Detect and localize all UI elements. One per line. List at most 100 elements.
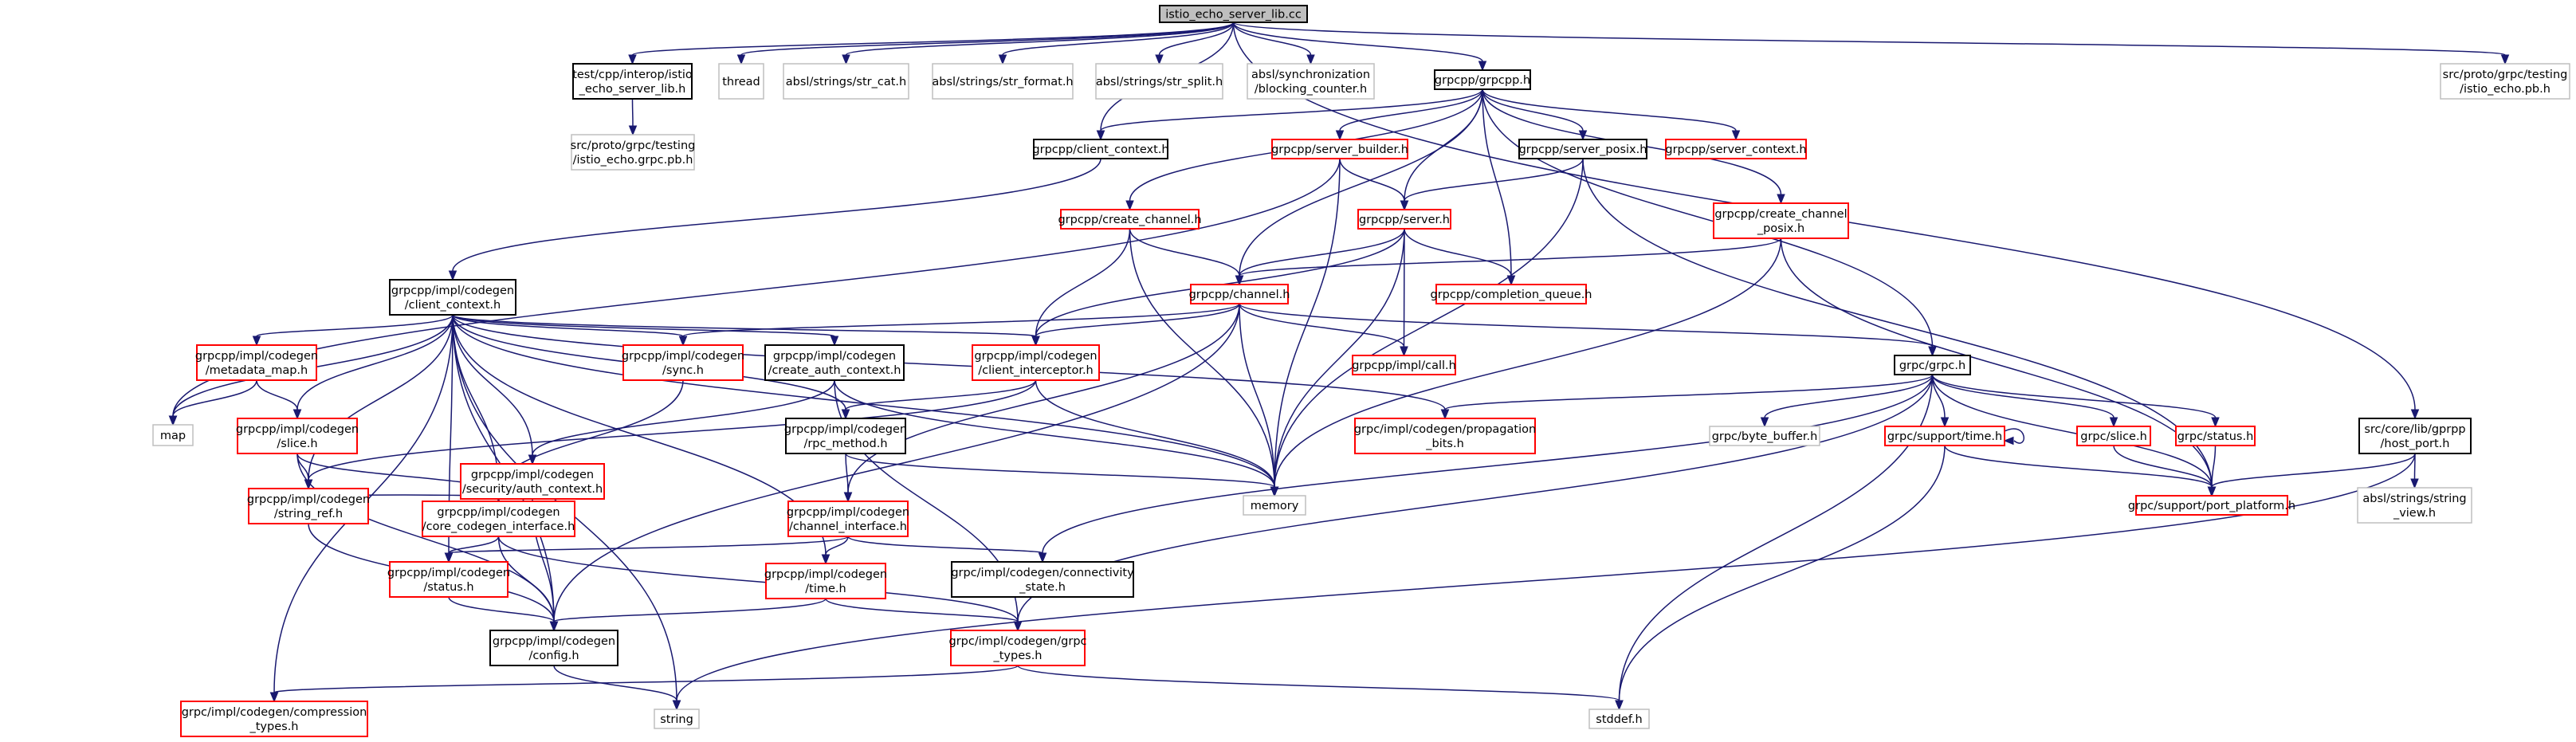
- edge-line: [1339, 88, 1483, 132]
- node-echo-server-h[interactable]: test/cpp/interop/istio_echo_server_lib.h: [572, 63, 693, 100]
- node-server-context-h[interactable]: grpcpp/server_context.h: [1665, 139, 1807, 159]
- edge-server_builder_h-to-memory: [1270, 158, 1341, 497]
- node-label: absl/strings/str_cat.h: [786, 76, 906, 88]
- node-label: grpcpp/impl/codegen: [236, 423, 359, 436]
- node-label: grpc/support/port_platform.h: [2128, 500, 2295, 512]
- node-sync-h[interactable]: grpcpp/impl/codegen/sync.h: [622, 344, 744, 381]
- node-client-interceptor-h[interactable]: grpcpp/impl/codegen/client_interceptor.h: [972, 344, 1100, 381]
- edge-impl_client_context_h-to-client_interceptor_h: [452, 314, 1040, 347]
- edge-line: [296, 314, 454, 410]
- node-label: grpcpp/impl/codegen: [247, 493, 370, 506]
- node-label: /time.h: [805, 583, 846, 595]
- node-channel-h[interactable]: grpcpp/channel.h: [1189, 284, 1290, 304]
- edge-arrowhead: [549, 621, 559, 632]
- node-str-format: absl/strings/str_format.h: [932, 63, 1074, 100]
- node-grpc-slice-h[interactable]: grpc/slice.h: [2076, 426, 2151, 446]
- node-istio-echo-grpc-pb: src/proto/grpc/testing/istio_echo.grpc.p…: [571, 134, 695, 171]
- edge-line: [740, 22, 1235, 56]
- node-str-split: absl/strings/str_split.h: [1095, 63, 1223, 100]
- node-label: grpcpp/impl/codegen: [493, 635, 615, 648]
- node-root[interactable]: istio_echo_server_lib.cc: [1159, 5, 1308, 23]
- node-core-codegen-interface-h[interactable]: grpcpp/impl/codegen/core_codegen_interfa…: [422, 501, 575, 537]
- node-label: grpcpp/server_context.h: [1665, 143, 1806, 156]
- node-client-context-h[interactable]: grpcpp/client_context.h: [1032, 139, 1169, 159]
- edge-channel_h-to-grpc_h: [1239, 303, 1937, 357]
- edge-line: [1239, 238, 1782, 277]
- node-time-codegen-h[interactable]: grpcpp/impl/codegen/time.h: [764, 563, 887, 599]
- node-box: [196, 344, 317, 381]
- node-grpc-h[interactable]: grpc/grpc.h: [1894, 355, 1971, 375]
- node-label: grpcpp/create_channel: [1714, 208, 1847, 221]
- edge-arrowhead: [252, 336, 261, 347]
- node-grpc-types-h[interactable]: grpc/impl/codegen/grpc_types.h: [948, 630, 1087, 666]
- node-host-port-h[interactable]: src/core/lib/gprpp/host_port.h: [2358, 418, 2472, 454]
- node-byte-buffer-h: grpc/byte_buffer.h: [1709, 426, 1820, 446]
- node-label: grpcpp/impl/codegen: [773, 350, 896, 363]
- node-label: grpcpp/channel.h: [1189, 289, 1290, 301]
- node-box: [1095, 63, 1223, 100]
- node-rpc-method-h[interactable]: grpcpp/impl/codegen/rpc_method.h: [784, 418, 907, 454]
- node-box: [237, 418, 358, 454]
- edge-line: [631, 98, 634, 127]
- edge-line: [452, 314, 1037, 337]
- node-server-h[interactable]: grpcpp/server.h: [1357, 209, 1451, 230]
- edge-root-to-str_cat: [842, 22, 1235, 65]
- node-slice-codegen-h[interactable]: grpcpp/impl/codegen/slice.h: [236, 418, 359, 454]
- node-label: /client_context.h: [405, 299, 501, 312]
- node-server-builder-h[interactable]: grpcpp/server_builder.h: [1271, 139, 1408, 159]
- node-config-h[interactable]: grpcpp/impl/codegen/config.h: [489, 630, 618, 666]
- node-label: grpcpp/impl/codegen: [391, 285, 514, 297]
- edge-line: [1232, 22, 1483, 62]
- edge-grpcpp_h-to-completion_queue_h: [1482, 88, 1516, 286]
- node-create-auth-context-h[interactable]: grpcpp/impl/codegen/create_auth_context.…: [764, 344, 905, 381]
- node-create-channel-posix-h[interactable]: grpcpp/create_channel_posix.h: [1713, 202, 1849, 239]
- node-label: thread: [722, 76, 760, 88]
- edge-metadata_map_h-to-map: [168, 379, 257, 426]
- node-label: absl/synchronization: [1251, 69, 1370, 81]
- node-string-ref-h[interactable]: grpcpp/impl/codegen/string_ref.h: [247, 488, 370, 524]
- node-auth-context-h[interactable]: grpcpp/impl/codegen/security/auth_contex…: [460, 463, 605, 500]
- node-box: [1709, 426, 1820, 446]
- node-channel-interface-h[interactable]: grpcpp/impl/codegen/channel_interface.h: [787, 501, 909, 537]
- node-server-posix-h[interactable]: grpcpp/server_posix.h: [1518, 139, 1647, 159]
- node-box: [1357, 209, 1451, 230]
- node-grpcpp-h[interactable]: grpcpp/grpcpp.h: [1434, 69, 1531, 90]
- node-status-codegen-h[interactable]: grpcpp/impl/codegen/status.h: [387, 561, 510, 598]
- node-box: [1884, 426, 2005, 446]
- edge-root-to-thread: [736, 22, 1235, 65]
- node-impl-call-h[interactable]: grpcpp/impl/call.h: [1352, 355, 1456, 375]
- node-label: /rpc_method.h: [803, 438, 887, 450]
- node-connectivity-state-h[interactable]: grpc/impl/codegen/connectivity_state.h: [951, 561, 1134, 598]
- node-compression-types-h[interactable]: grpc/impl/codegen/compression_types.h: [180, 701, 368, 737]
- node-grpc-status-h[interactable]: grpc/status.h: [2175, 426, 2256, 446]
- node-box: [1247, 63, 1375, 100]
- edge-channel_interface_h-to-connectivity_state_h: [847, 536, 1047, 563]
- node-create-channel-h[interactable]: grpcpp/create_channel.h: [1058, 209, 1202, 230]
- node-port-platform-h[interactable]: grpc/support/port_platform.h: [2128, 495, 2295, 516]
- edge-arrowhead: [998, 54, 1007, 65]
- node-completion-queue-h[interactable]: grpcpp/completion_queue.h: [1430, 284, 1592, 304]
- node-support-time-h[interactable]: grpc/support/time.h: [1884, 426, 2005, 446]
- node-box: [932, 63, 1074, 100]
- node-metadata-map-h[interactable]: grpcpp/impl/codegen/metadata_map.h: [195, 344, 318, 381]
- edge-line: [256, 379, 298, 410]
- edge-server_builder_h-to-map: [168, 158, 1341, 426]
- edge-arrowhead: [1760, 417, 1769, 428]
- node-box: [622, 344, 744, 381]
- node-box: [1434, 69, 1531, 90]
- node-impl-client-context-h[interactable]: grpcpp/impl/codegen/client_context.h: [389, 279, 516, 316]
- node-label: istio_echo_server_lib.cc: [1165, 9, 1302, 22]
- node-label: grpc/impl/codegen/connectivity: [951, 567, 1134, 579]
- node-label: /string_ref.h: [274, 508, 343, 520]
- node-label: absl/strings/str_split.h: [1096, 76, 1223, 88]
- edge-create_auth_context_h-to-auth_context_h: [528, 379, 835, 465]
- edge-line: [452, 314, 835, 337]
- node-box: [389, 279, 516, 316]
- node-label: /istio_echo.pb.h: [2460, 83, 2550, 96]
- node-propagation-bits-h[interactable]: grpc/impl/codegen/propagation_bits.h: [1354, 418, 1536, 454]
- edge-arrowhead: [1478, 61, 1487, 72]
- node-label: /metadata_map.h: [206, 364, 308, 377]
- node-box: [571, 134, 695, 171]
- node-box: [1190, 284, 1289, 304]
- edge-arrowhead: [628, 54, 637, 65]
